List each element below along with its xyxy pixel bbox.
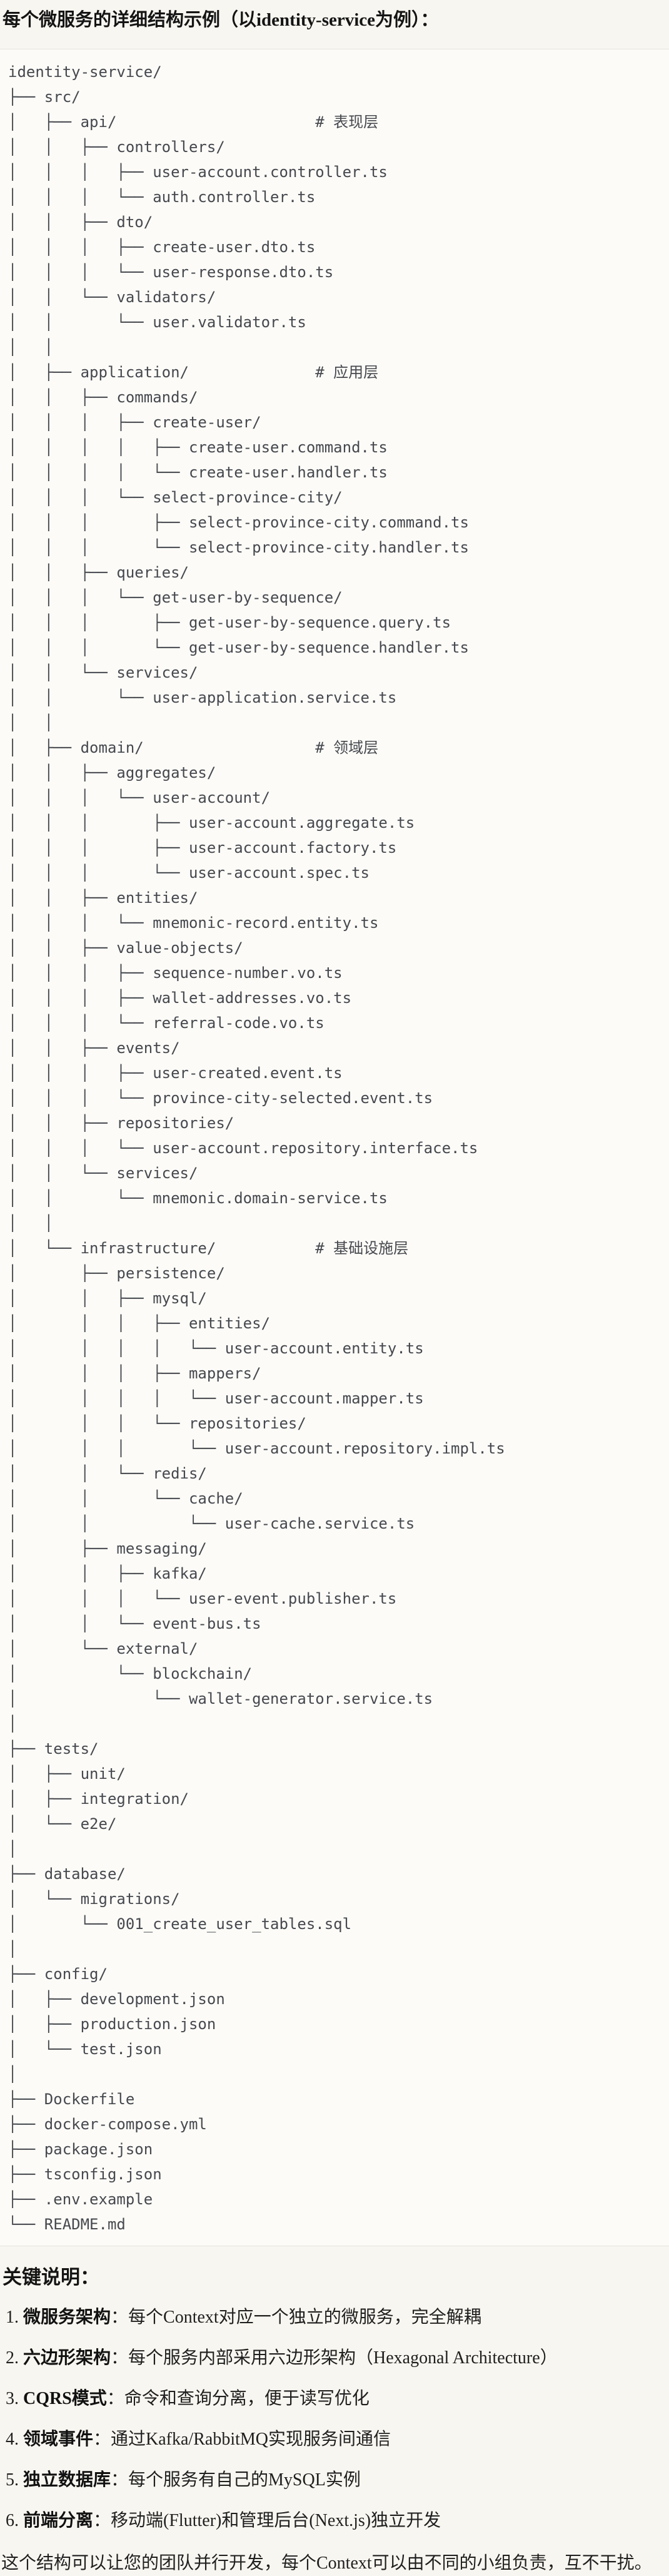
key-points-section: 关键说明： 1. 微服务架构：每个Context对应一个独立的微服务，完全解耦 … [0, 2265, 669, 2575]
item-separator: ： [93, 2511, 111, 2530]
item-number: 2. [6, 2348, 23, 2368]
item-label: 微服务架构 [23, 2308, 111, 2327]
directory-tree-code-block: identity-service/ ├── src/ │ ├── api/ # … [0, 49, 669, 2246]
key-points-list: 1. 微服务架构：每个Context对应一个独立的微服务，完全解耦 2. 六边形… [1, 2306, 663, 2532]
item-number: 5. [6, 2470, 23, 2490]
item-text: 每个服务有自己的MySQL实例 [128, 2470, 361, 2490]
list-item: 6. 前端分离：移动端(Flutter)和管理后台(Next.js)独立开发 [6, 2510, 663, 2532]
item-text: 每个服务内部采用六边形架构（Hexagonal Architecture） [128, 2348, 558, 2368]
item-separator: ： [111, 2470, 129, 2490]
item-label: CQRS模式 [23, 2389, 107, 2408]
list-item: 4. 领域事件：通过Kafka/RabbitMQ实现服务间通信 [6, 2428, 663, 2451]
item-label: 前端分离 [23, 2511, 94, 2530]
list-item: 3. CQRS模式：命令和查询分离，便于读写优化 [6, 2388, 663, 2410]
list-item: 1. 微服务架构：每个Context对应一个独立的微服务，完全解耦 [6, 2306, 663, 2329]
item-separator: ： [106, 2389, 124, 2408]
list-item: 2. 六边形架构：每个服务内部采用六边形架构（Hexagonal Archite… [6, 2347, 663, 2370]
item-text: 命令和查询分离，便于读写优化 [124, 2389, 370, 2408]
key-points-heading: 关键说明： [3, 2266, 99, 2288]
item-separator: ： [111, 2308, 129, 2327]
directory-tree: identity-service/ ├── src/ │ ├── api/ # … [8, 63, 505, 2233]
item-separator: ： [111, 2348, 129, 2368]
item-separator: ： [93, 2430, 111, 2449]
item-number: 1. [6, 2308, 23, 2327]
item-label: 领域事件 [23, 2430, 94, 2449]
item-text: 移动端(Flutter)和管理后台(Next.js)独立开发 [111, 2511, 441, 2530]
item-text: 通过Kafka/RabbitMQ实现服务间通信 [111, 2430, 391, 2449]
item-number: 6. [6, 2511, 23, 2530]
list-item: 5. 独立数据库：每个服务有自己的MySQL实例 [6, 2469, 663, 2492]
item-text: 每个Context对应一个独立的微服务，完全解耦 [128, 2308, 481, 2327]
closing-note: 这个结构可以让您的团队并行开发，每个Context可以由不同的小组负责，互不干扰… [1, 2553, 652, 2573]
item-number: 3. [6, 2389, 23, 2408]
item-label: 独立数据库 [23, 2470, 111, 2490]
item-label: 六边形架构 [23, 2348, 111, 2368]
page-title: 每个微服务的详细结构示例（以identity-service为例）： [3, 10, 439, 30]
item-number: 4. [6, 2430, 23, 2449]
